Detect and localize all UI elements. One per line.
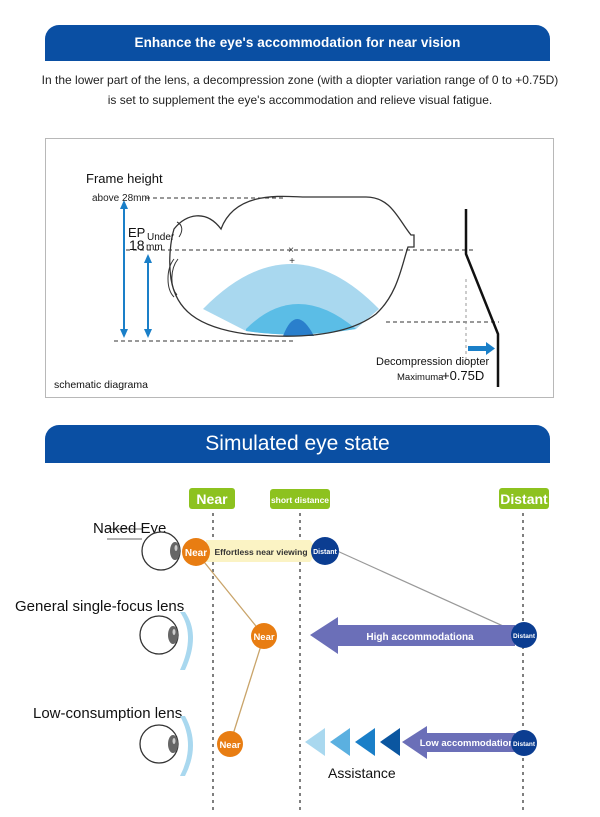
maximum-label: Maximuma: [397, 372, 444, 383]
lens-icon-low-consumption: [180, 716, 193, 776]
lens-icon-single-focus: [180, 612, 193, 670]
row-label-naked-eye: Naked Eye: [93, 520, 166, 537]
column-tag-near-label: Near: [196, 491, 228, 507]
eye-icon-single-focus: [139, 615, 179, 655]
distant-node-naked: [311, 537, 339, 565]
zone-inner: [283, 319, 314, 336]
column-tag-distant: [499, 488, 549, 509]
assist-chevron-3: [355, 728, 375, 756]
assist-chevron-4: [380, 728, 400, 756]
distant-node-single-focus: [511, 622, 537, 648]
ep-sub: Under: [147, 232, 175, 243]
connector-naked-distant: [334, 549, 524, 636]
near-node-single-focus: [251, 623, 277, 649]
ep-unit: mm: [146, 242, 163, 253]
assistance-label: Assistance: [328, 765, 396, 781]
diopter-profile-line: [464, 209, 500, 387]
section-title: Enhance the eye's accommodation for near…: [134, 35, 461, 50]
near-node-low-consumption-label: Near: [219, 740, 240, 751]
section-banner-accommodation: Enhance the eye's accommodation for near…: [45, 25, 550, 61]
distant-node-low-consumption: [511, 730, 537, 756]
assist-chevron-1: [305, 728, 325, 756]
lens-schematic-panel: × + Frame height above 28mm EP Under 18 …: [45, 138, 554, 398]
connector-near-path-1: [195, 551, 265, 637]
ep-height-arrow-top: [144, 254, 152, 263]
connector-near-path-2: [229, 635, 265, 745]
low-accommodation-label: Low accommodation: [420, 738, 515, 749]
frame-height-arrow-top: [120, 200, 128, 209]
column-tag-short-label: short distance: [271, 495, 329, 505]
ep-value: 18: [129, 237, 145, 253]
distant-node-low-consumption-label: Distant: [513, 741, 536, 748]
high-accommodation-arrow: [310, 617, 515, 654]
row-label-low-consumption: Low-consumption lens: [33, 705, 182, 722]
eye-icon-naked: [141, 531, 181, 571]
near-node-low-consumption: [217, 731, 243, 757]
effortless-band-label: Effortless near viewing: [214, 547, 307, 557]
description-line-2: is set to supplement the eye's accommoda…: [107, 93, 493, 107]
eye-icon-low-consumption: [139, 724, 179, 764]
decompression-label: Decompression diopter: [376, 356, 489, 368]
description-line-1: In the lower part of the lens, a decompr…: [41, 73, 559, 87]
eye-state-diagram: Near short distance Distant Naked Eye Ef…: [15, 488, 549, 810]
near-node-naked-label: Near: [185, 548, 207, 559]
frame-height-label: Frame height: [86, 171, 163, 186]
lens-schematic: × + Frame height above 28mm EP Under 18 …: [54, 171, 500, 391]
ep-label: EP: [128, 225, 145, 240]
maximum-value: +0.75D: [442, 368, 484, 383]
high-accommodation-label: High accommodationa: [366, 632, 474, 643]
diopter-arrow-head: [486, 342, 495, 355]
near-node-single-focus-label: Near: [253, 632, 274, 643]
frame-height-value: above 28mm: [92, 193, 150, 204]
fitting-cross-icon: ×: [288, 245, 294, 256]
zone-middle: [246, 304, 356, 335]
ep-height-arrow-bottom: [144, 329, 152, 338]
near-node-naked: [182, 538, 210, 566]
reference-plus-icon: +: [289, 256, 295, 267]
distant-node-naked-label: Distant: [313, 549, 337, 556]
column-tag-distant-label: Distant: [500, 491, 548, 507]
section-banner-simulated: Simulated eye state: [45, 425, 550, 463]
assist-chevron-2: [330, 728, 350, 756]
row-label-single-focus: General single-focus lens: [15, 598, 184, 615]
column-tag-near: [189, 488, 235, 509]
nose-pad: [167, 221, 183, 298]
effortless-band: [206, 540, 318, 562]
section-title: Simulated eye state: [205, 432, 390, 455]
diopter-arrow-shaft: [468, 346, 486, 351]
schematic-caption: schematic diagrama: [54, 379, 148, 391]
column-tag-short: [270, 489, 330, 509]
frame-height-arrow-bottom: [120, 329, 128, 338]
low-accommodation-arrow: [402, 726, 515, 759]
distant-node-single-focus-label: Distant: [513, 633, 536, 640]
lens-frame: [169, 195, 415, 337]
